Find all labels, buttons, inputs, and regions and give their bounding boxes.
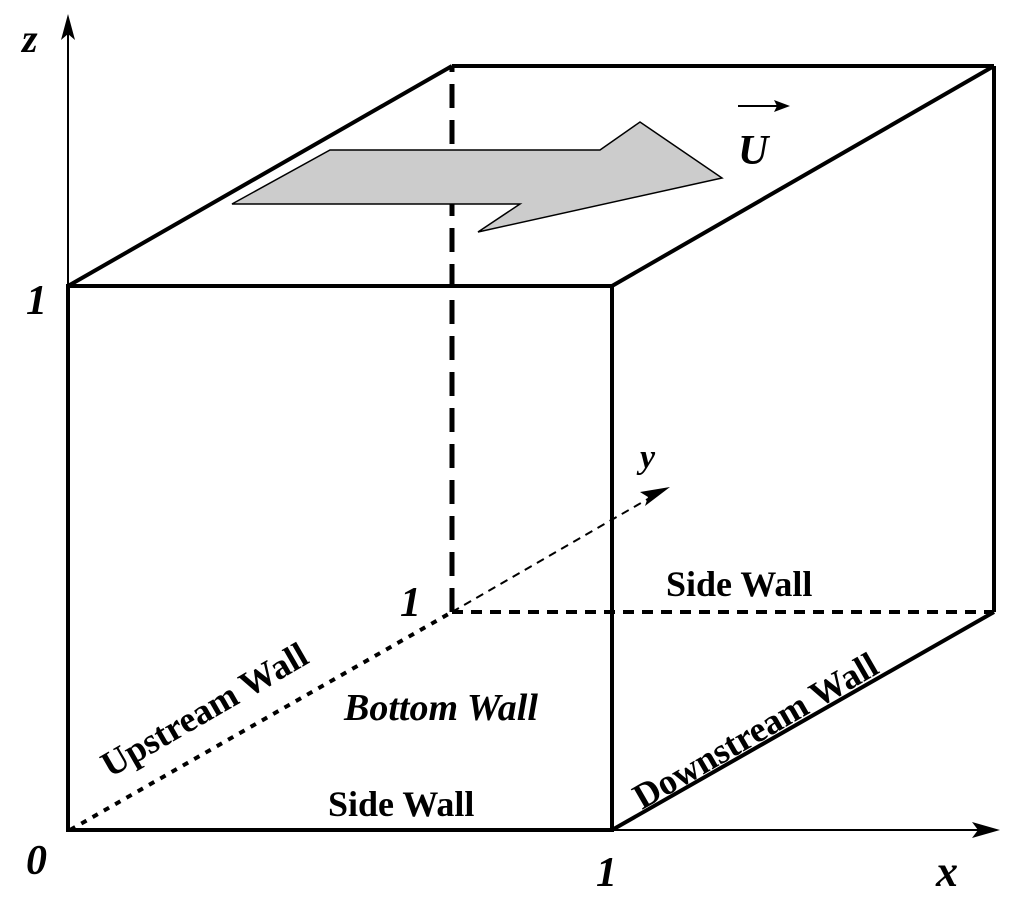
z-unit-label: 1	[26, 278, 47, 324]
cube-edge-top-right	[611, 64, 995, 288]
bottom-wall-label: Bottom Wall	[343, 687, 538, 729]
y-axis-arrowhead	[640, 487, 670, 506]
x-axis-arrowhead	[972, 822, 1000, 838]
cube-edge-top-left	[67, 64, 453, 288]
z-axis-arrowhead	[61, 14, 75, 40]
side-wall-front-label: Side Wall	[328, 784, 474, 824]
z-axis-label: z	[20, 16, 38, 61]
upstream-wall-label: Upstream Wall	[94, 634, 315, 784]
velocity-vector-arrowhead	[774, 100, 790, 112]
y-axis	[451, 491, 661, 613]
side-wall-back-label: Side Wall	[666, 564, 812, 604]
hidden-edge-upstream-bottom	[69, 610, 453, 832]
cube-edge-bottom-right	[611, 610, 995, 832]
y-unit-label: 1	[400, 580, 421, 626]
cube-front-face	[66, 284, 614, 832]
origin-label: 0	[26, 838, 47, 884]
x-unit-label: 1	[596, 850, 617, 896]
y-axis-label: y	[636, 439, 656, 476]
velocity-symbol: U	[738, 128, 771, 174]
downstream-wall-label: Downstream Wall	[626, 644, 885, 816]
lid-velocity-arrow	[231, 121, 724, 233]
x-axis-label: x	[935, 847, 958, 896]
